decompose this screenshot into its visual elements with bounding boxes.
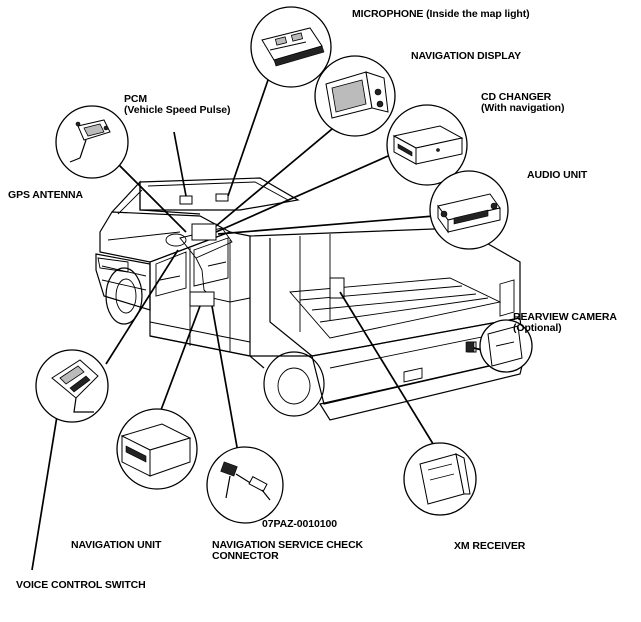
label-microphone: MICROPHONE (Inside the map light) bbox=[352, 8, 530, 20]
label-voice-control-switch: VOICE CONTROL SWITCH bbox=[16, 579, 146, 591]
nav-service-connector-callout bbox=[206, 446, 284, 524]
label-cd-changer-line1: CD CHANGER bbox=[481, 91, 552, 103]
label-gps-antenna: GPS ANTENNA bbox=[8, 189, 83, 201]
label-pcm: PCM (Vehicle Speed Pulse) bbox=[124, 93, 231, 116]
label-rearview-camera: REARVIEW CAMERA (Optional) bbox=[513, 312, 617, 334]
leader-lines bbox=[31, 79, 483, 571]
rearview-camera-callout bbox=[465, 319, 533, 373]
label-cd-changer-line2: (With navigation) bbox=[481, 102, 565, 114]
navigation-unit-callout bbox=[116, 408, 198, 490]
label-navigation-display: NAVIGATION DISPLAY bbox=[411, 50, 522, 62]
cd-changer-callout bbox=[386, 104, 468, 186]
navigation-display-callout bbox=[314, 55, 396, 137]
label-nav-service-line1: NAVIGATION SERVICE CHECK bbox=[212, 539, 364, 551]
label-nav-service-line2: CONNECTOR bbox=[212, 550, 279, 562]
gps-antenna-callout bbox=[55, 105, 129, 179]
microphone-callout bbox=[250, 6, 332, 88]
pickup-truck bbox=[95, 177, 525, 421]
label-rearview-camera-line1: REARVIEW CAMERA bbox=[513, 311, 617, 323]
voice-control-switch-callout bbox=[35, 349, 109, 423]
audio-unit-callout bbox=[429, 170, 509, 250]
label-nav-service-connector: NAVIGATION SERVICE CHECK CONNECTOR bbox=[212, 540, 363, 562]
label-part-number: 07PAZ-0010100 bbox=[262, 518, 337, 530]
label-pcm-line2: (Vehicle Speed Pulse) bbox=[124, 104, 231, 116]
label-pcm-line1: PCM bbox=[124, 93, 148, 105]
label-cd-changer: CD CHANGER (With navigation) bbox=[481, 92, 564, 114]
label-navigation-unit: NAVIGATION UNIT bbox=[71, 539, 162, 551]
label-audio-unit: AUDIO UNIT bbox=[527, 169, 588, 181]
xm-receiver-callout bbox=[403, 442, 477, 516]
label-rearview-camera-line2: (Optional) bbox=[513, 322, 562, 334]
label-xm-receiver: XM RECEIVER bbox=[454, 540, 526, 552]
